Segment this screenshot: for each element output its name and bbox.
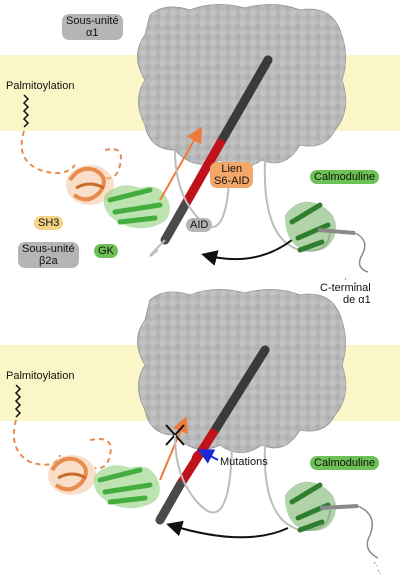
- label-c-terminal-line1: C-terminal: [320, 282, 371, 294]
- orange-arrow-top: [159, 126, 202, 201]
- black-arrow-top: [201, 239, 293, 266]
- label-subunit-beta2a: Sous-unité β2a: [18, 242, 79, 268]
- black-arrow-bottom: [166, 520, 289, 539]
- label-palmitoylation-top: Palmitoylation: [6, 80, 75, 92]
- label-subunit-beta2a-line2: β2a: [39, 255, 58, 267]
- calmodulin-top: [285, 201, 369, 287]
- dashed-linker-top: [20, 130, 76, 175]
- label-subunit-alpha1-line2: α1: [86, 27, 99, 39]
- gk-domain-top: [103, 185, 170, 229]
- label-lien-line1: Lien: [221, 163, 243, 175]
- blue-arrow: [197, 449, 219, 464]
- dashed-linker-bottom: [12, 419, 61, 466]
- label-aid: AID: [186, 218, 213, 232]
- alpha1-channel-bottom: [137, 289, 347, 453]
- label-calmodulin-top: Calmoduline: [310, 170, 380, 184]
- sh3-domain-top: [66, 165, 114, 205]
- label-c-terminal-line2: de α1: [342, 294, 371, 306]
- label-sh3: SH3: [34, 216, 64, 230]
- bottom-panel: [0, 289, 400, 575]
- gk-domain-bottom: [93, 465, 160, 509]
- gray-loop-bottom: [174, 434, 233, 514]
- dashed-linker-bottom-2: [89, 438, 112, 470]
- palmitoylation-chain-bottom: [14, 384, 22, 418]
- label-c-terminal: C-terminal de α1: [320, 282, 371, 306]
- label-mutations: Mutations: [220, 456, 268, 468]
- palmitoylation-chain-top: [22, 94, 30, 128]
- label-gk: GK: [94, 244, 118, 258]
- label-subunit-alpha1: Sous-unité α1: [62, 14, 123, 40]
- calmodulin-bottom: [285, 481, 382, 575]
- label-calmodulin-bottom: Calmoduline: [310, 456, 380, 470]
- label-palmitoylation-bottom: Palmitoylation: [6, 370, 75, 382]
- s6-aid-helix-top: [160, 55, 273, 245]
- label-lien-line2: S6-AID: [214, 175, 250, 187]
- top-panel: [0, 4, 400, 287]
- dashed-linker-top-2: [104, 148, 122, 180]
- mutation-loop: [191, 451, 199, 466]
- label-subunit-beta2a-line1: Sous-unité: [22, 243, 75, 255]
- alpha1-channel-top: [137, 4, 347, 168]
- label-subunit-alpha1-line1: Sous-unité: [66, 15, 119, 27]
- label-lien-s6-aid: Lien S6-AID: [210, 162, 254, 188]
- sh3-domain-bottom: [48, 455, 96, 495]
